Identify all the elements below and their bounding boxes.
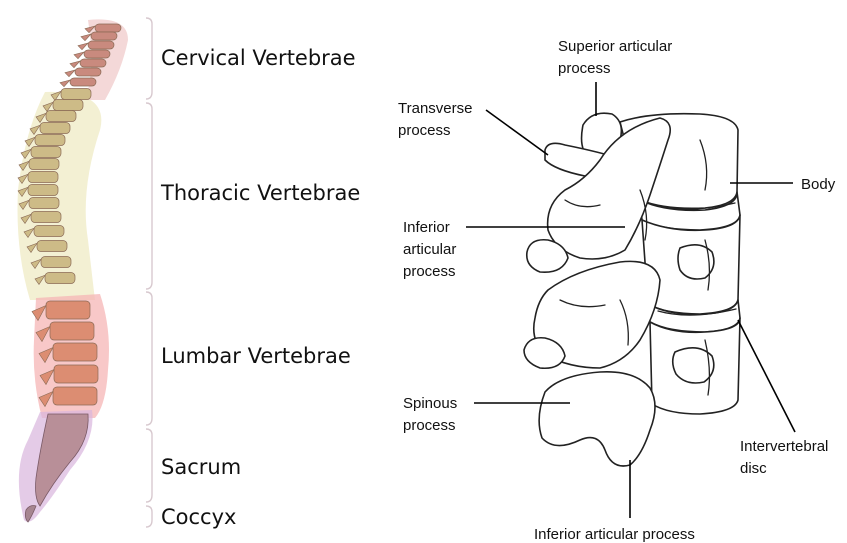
vertebra	[28, 172, 58, 183]
vertebra	[29, 198, 59, 209]
transverse-label: Transverse process	[398, 100, 477, 139]
spinous-label: Spinous process	[403, 395, 461, 434]
body-label: Body	[801, 176, 836, 193]
vertebra	[91, 32, 117, 40]
vertebra	[31, 212, 61, 223]
vertebra-process	[81, 34, 91, 41]
lumbar-vertebrae-drawing	[524, 113, 740, 466]
lumbar-bracket	[146, 292, 152, 425]
spinous-process-shape	[539, 372, 655, 466]
vertebra	[37, 241, 67, 252]
vertebra	[41, 257, 71, 268]
vertebra	[70, 78, 96, 86]
thoracic-bracket	[146, 103, 152, 289]
vertebra	[53, 387, 97, 405]
thoracic-label: Thoracic Vertebrae	[160, 181, 360, 205]
superior-articular-label: Superior articular process	[558, 38, 676, 77]
transverse-leader	[486, 110, 548, 155]
coccyx-bracket	[146, 506, 152, 527]
region-brackets	[146, 18, 152, 527]
intervertebral-disc-leader	[738, 320, 795, 432]
vertebra	[53, 343, 97, 361]
cervical-bracket	[146, 18, 152, 99]
coccyx-label: Coccyx	[161, 505, 236, 529]
vertebra	[54, 365, 98, 383]
vertebra	[34, 226, 64, 237]
sacrum-label: Sacrum	[161, 455, 241, 479]
inferior-articular-bottom-label: Inferior articular process	[534, 526, 695, 543]
vertebra	[75, 68, 101, 76]
vertebra	[29, 159, 59, 170]
vertebra-process	[70, 61, 80, 68]
cervical-label: Cervical Vertebrae	[161, 46, 356, 70]
vertebra	[45, 273, 75, 284]
vertebra	[53, 100, 83, 111]
vertebra	[40, 123, 70, 134]
spine-illustration	[18, 19, 129, 522]
inferior-articular-left-label: Inferior articular process	[403, 219, 461, 280]
vertebra-process	[60, 80, 70, 87]
sacrum-bracket	[146, 429, 152, 502]
vertebra	[50, 322, 94, 340]
vertebra	[61, 89, 91, 100]
vertebra	[88, 41, 114, 49]
vertebra	[35, 135, 65, 146]
vertebra	[84, 50, 110, 58]
intervertebral-disc-label: Intervertebral disc	[740, 438, 833, 477]
vertebra	[46, 111, 76, 122]
vertebra-process	[78, 43, 88, 50]
vertebra-process	[74, 52, 84, 59]
lumbar-label: Lumbar Vertebrae	[161, 344, 351, 368]
vertebra	[80, 59, 106, 67]
vertebra-process	[65, 70, 75, 77]
vertebra	[28, 185, 58, 196]
vertebra	[95, 24, 121, 32]
vertebra	[46, 301, 90, 319]
vertebra	[31, 147, 61, 158]
